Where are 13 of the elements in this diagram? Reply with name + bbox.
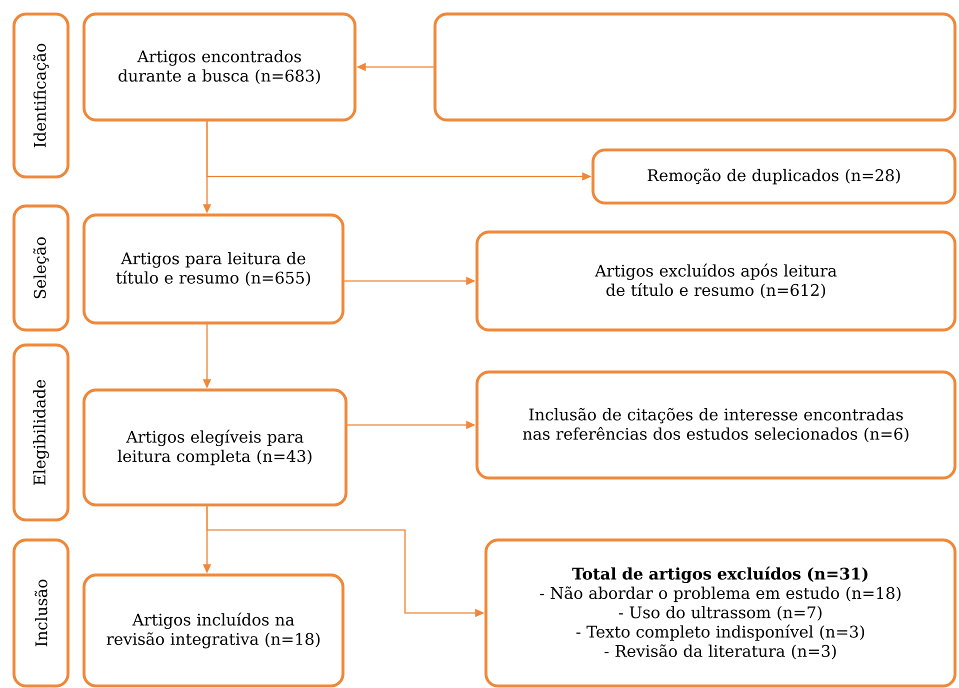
process-box: Artigos incluídos na revisão integrativa (n=18) [82,574,344,688]
process-box: Remoção de duplicados (n=28) [592,148,956,204]
process-box: Total de artigos excluídos (n=31) - Não abordar o problema em estudo (n=18) - Uso do ultrassom (n=7) - Texto completo indisponível (n=3) - Revisão da literatura (n=3) [484,538,956,688]
process-box [434,12,956,122]
section-band: Inclusão [12,538,70,688]
process-box: Inclusão de citações de interesse encontradas nas referências dos estudos selecionados (n=6) [476,370,956,480]
process-box: Artigos excluídos após leitura de título e resumo (n=612) [476,230,956,332]
process-box: Artigos elegíveis para leitura completa (n=43) [82,388,348,506]
section-band: Elegibilidade [12,344,70,522]
process-box: Artigos para leitura de título e resumo (n=655) [82,214,344,324]
section-band: Seleção [12,204,70,332]
process-box: Artigos encontrados durante a busca (n=683) [82,12,356,122]
section-band: Identificação [12,12,70,178]
